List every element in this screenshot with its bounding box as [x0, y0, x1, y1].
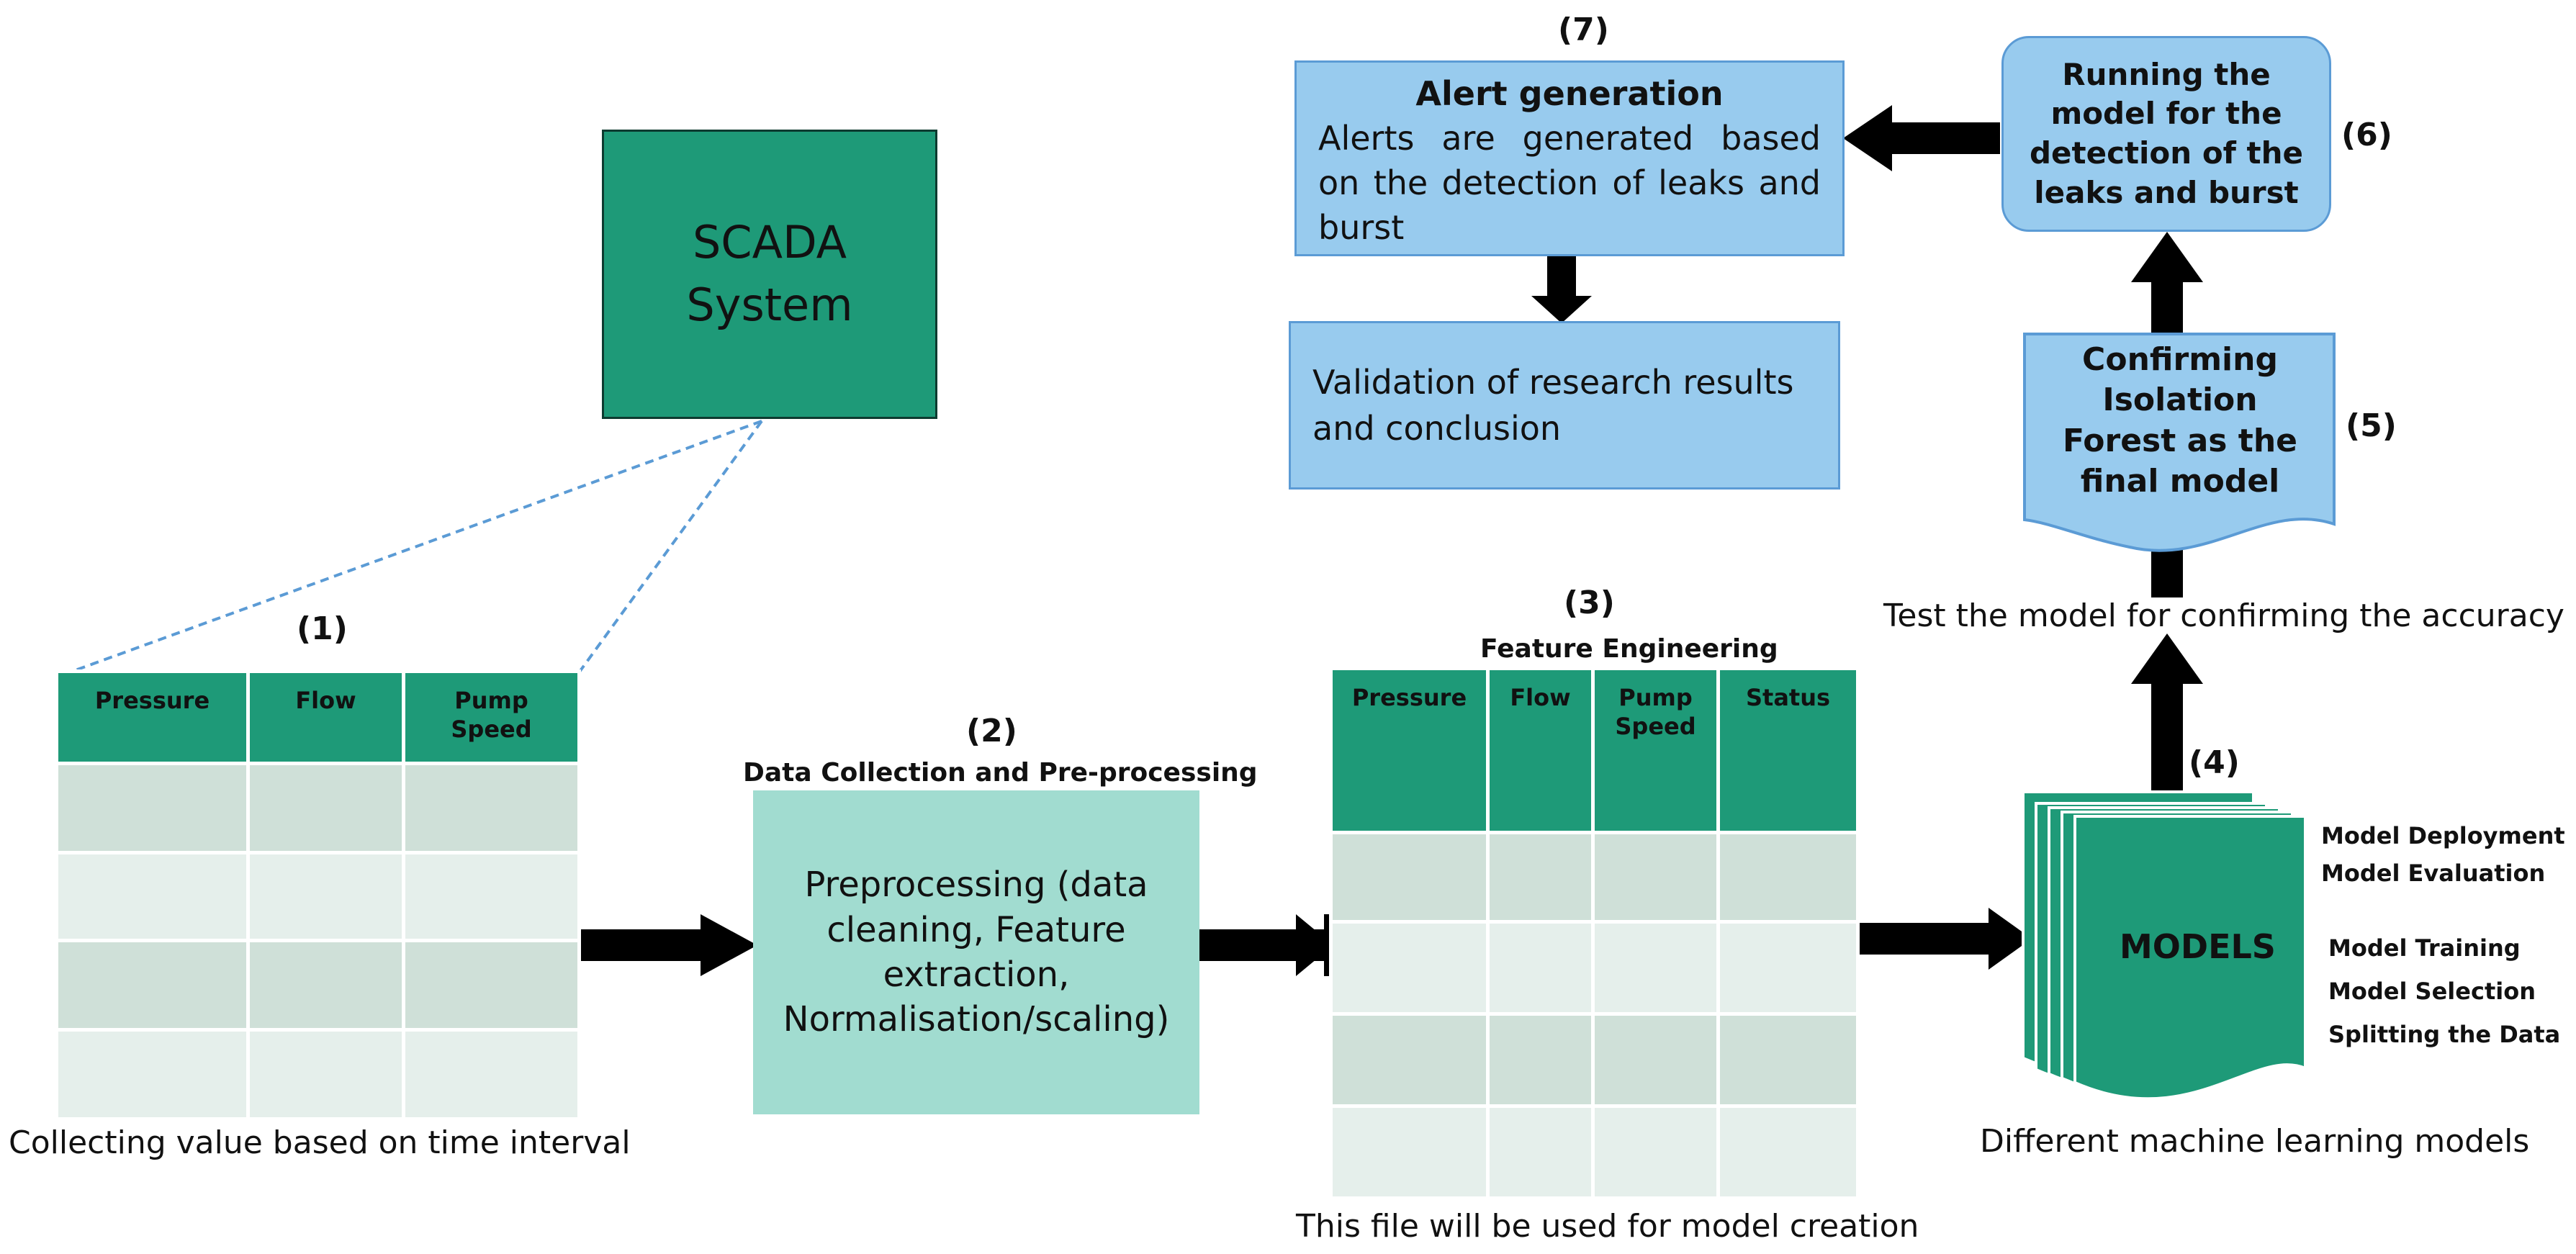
table1-header-pump-speed: Pump Speed: [402, 669, 581, 765]
table1-header-flow: Flow: [246, 669, 405, 765]
table3-caption: This file will be used for model creatio…: [1296, 1208, 1919, 1245]
arrow-7-to-validation: [1531, 256, 1592, 323]
preprocessing-text: Preprocessing (data cleaning, Feature ex…: [783, 865, 1170, 1040]
step5-document-shape: [2023, 333, 2336, 552]
data-table-features: Pressure Flow Pump Speed Status: [1329, 667, 1860, 1200]
table-row: [1329, 1104, 1860, 1200]
step-5-number: (5): [2346, 407, 2397, 444]
arrow-1-to-2: [571, 914, 757, 976]
connector-5: [2151, 547, 2183, 597]
model-step-selection: Model Selection: [2328, 978, 2536, 1005]
step-4-number: (4): [2189, 744, 2240, 781]
alert-text: Alerts are generated based on the detect…: [1318, 118, 1821, 247]
step-1-number: (1): [297, 610, 348, 647]
model-sheet: [2022, 790, 2307, 1101]
table-row: [1329, 1012, 1860, 1108]
validation-text: Validation of research results and concl…: [1312, 362, 1794, 448]
scada-line-1: SCADA: [692, 216, 847, 269]
models-caption: Different machine learning models: [1980, 1123, 2530, 1160]
step-6-number: (6): [2341, 117, 2392, 153]
scada-link-right: [575, 420, 763, 678]
arrow-6-to-7: [1843, 105, 2000, 171]
alert-generation-box: Alert generation Alerts are generated ba…: [1294, 60, 1845, 256]
model-step-evaluation: Model Evaluation: [2321, 860, 2546, 887]
preprocessing-box: Preprocessing (data cleaning, Feature ex…: [753, 790, 1199, 1114]
model-step-training: Model Training: [2328, 934, 2521, 962]
step-2-number: (2): [966, 713, 1017, 749]
step5-caption: Test the model for confirming the accura…: [1883, 597, 2564, 634]
step2-title: Data Collection and Pre-processing: [743, 758, 1258, 788]
step5-text: Confirming Isolation Forest as the final…: [2063, 341, 2297, 500]
models-stack: [2022, 790, 2307, 1101]
scada-line-2: System: [686, 279, 853, 331]
models-label: MODELS: [2120, 927, 2276, 966]
arrow-5-to-6: [2131, 232, 2203, 333]
table-row: [1329, 920, 1860, 1016]
table-row: [1329, 831, 1860, 924]
model-step-deployment: Model Deployment: [2321, 822, 2565, 849]
table3-header-pressure: Pressure: [1329, 667, 1490, 834]
data-table-raw: Pressure Flow Pump Speed: [55, 669, 581, 1121]
table3-header-flow: Flow: [1486, 667, 1595, 834]
table-row: [55, 939, 581, 1032]
scada-link-left: [57, 420, 762, 678]
step6-box: Running the model for the detection of t…: [2001, 36, 2331, 232]
model-step-splitting: Splitting the Data: [2328, 1021, 2561, 1048]
table3-header-status: Status: [1716, 667, 1860, 834]
table-row: [55, 762, 581, 854]
step-3-number: (3): [1564, 585, 1615, 621]
step6-text: Running the model for the detection of t…: [2029, 56, 2304, 210]
table-row: [55, 1028, 581, 1121]
table1-header-pressure: Pressure: [55, 669, 250, 765]
table3-title: Feature Engineering: [1480, 634, 1778, 664]
table3-header-pump-speed: Pump Speed: [1591, 667, 1720, 834]
arrow-4-to-5: [2131, 633, 2203, 792]
scada-system-box: SCADA System: [602, 130, 937, 419]
validation-box: Validation of research results and concl…: [1289, 321, 1840, 490]
arrow-2-to-3: [1198, 914, 1333, 976]
table1-caption: Collecting value based on time interval: [9, 1124, 631, 1161]
arrow-3-to-4: [1859, 908, 2032, 970]
alert-title: Alert generation: [1415, 74, 1724, 113]
step-7-number: (7): [1558, 12, 1609, 48]
table-row: [55, 851, 581, 942]
